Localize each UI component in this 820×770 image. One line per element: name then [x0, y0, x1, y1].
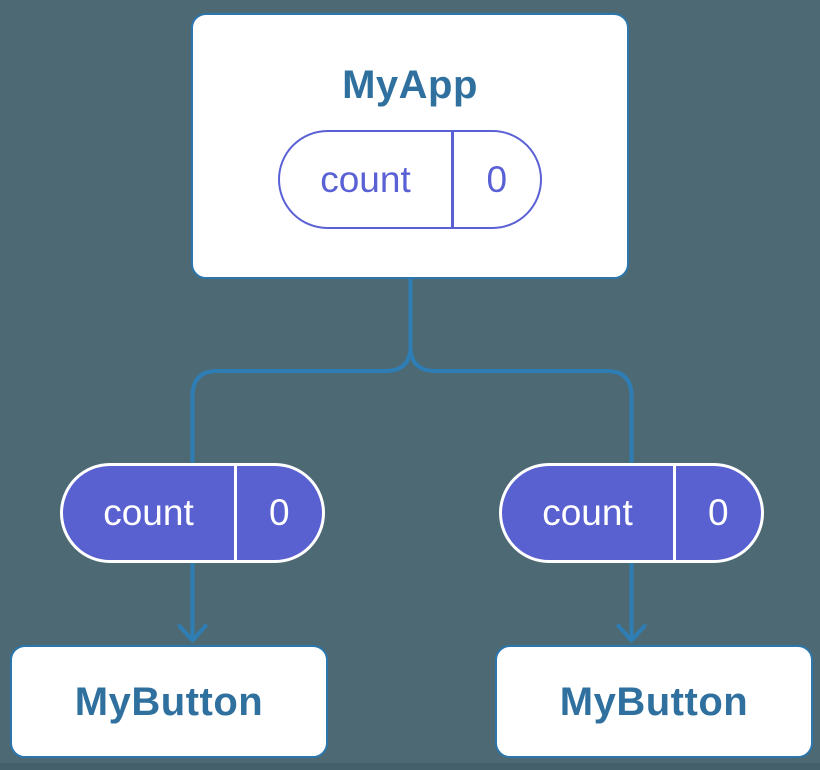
node-mybutton-left-title: MyButton	[74, 679, 264, 724]
state-pill-key: count	[320, 158, 411, 200]
pill-divider	[234, 466, 237, 560]
node-mybutton-right: MyButton	[495, 645, 813, 758]
prop-pill-right: count 0	[499, 463, 764, 563]
node-myapp: MyApp count 0	[191, 13, 629, 279]
arrowhead-right-icon	[616, 624, 647, 643]
pill-divider	[673, 466, 676, 560]
bottom-edge-strip	[0, 763, 820, 770]
pill-divider	[451, 132, 454, 227]
prop-pill-left-key: count	[103, 492, 194, 533]
arrowhead-left-icon	[177, 624, 208, 643]
prop-pill-left-value: 0	[268, 492, 290, 533]
node-mybutton-left: MyButton	[10, 645, 328, 758]
prop-pill-right-key: count	[542, 492, 633, 533]
node-mybutton-right-title: MyButton	[559, 679, 749, 724]
prop-pill-right-value: 0	[707, 492, 729, 533]
node-myapp-title: MyApp	[342, 63, 478, 107]
connector-branch-left	[190, 277, 413, 640]
connector-branch-right	[408, 277, 634, 640]
prop-pill-left: count 0	[60, 463, 325, 563]
state-pill-value: 0	[486, 158, 508, 200]
state-pill-myapp: count 0	[278, 130, 542, 229]
